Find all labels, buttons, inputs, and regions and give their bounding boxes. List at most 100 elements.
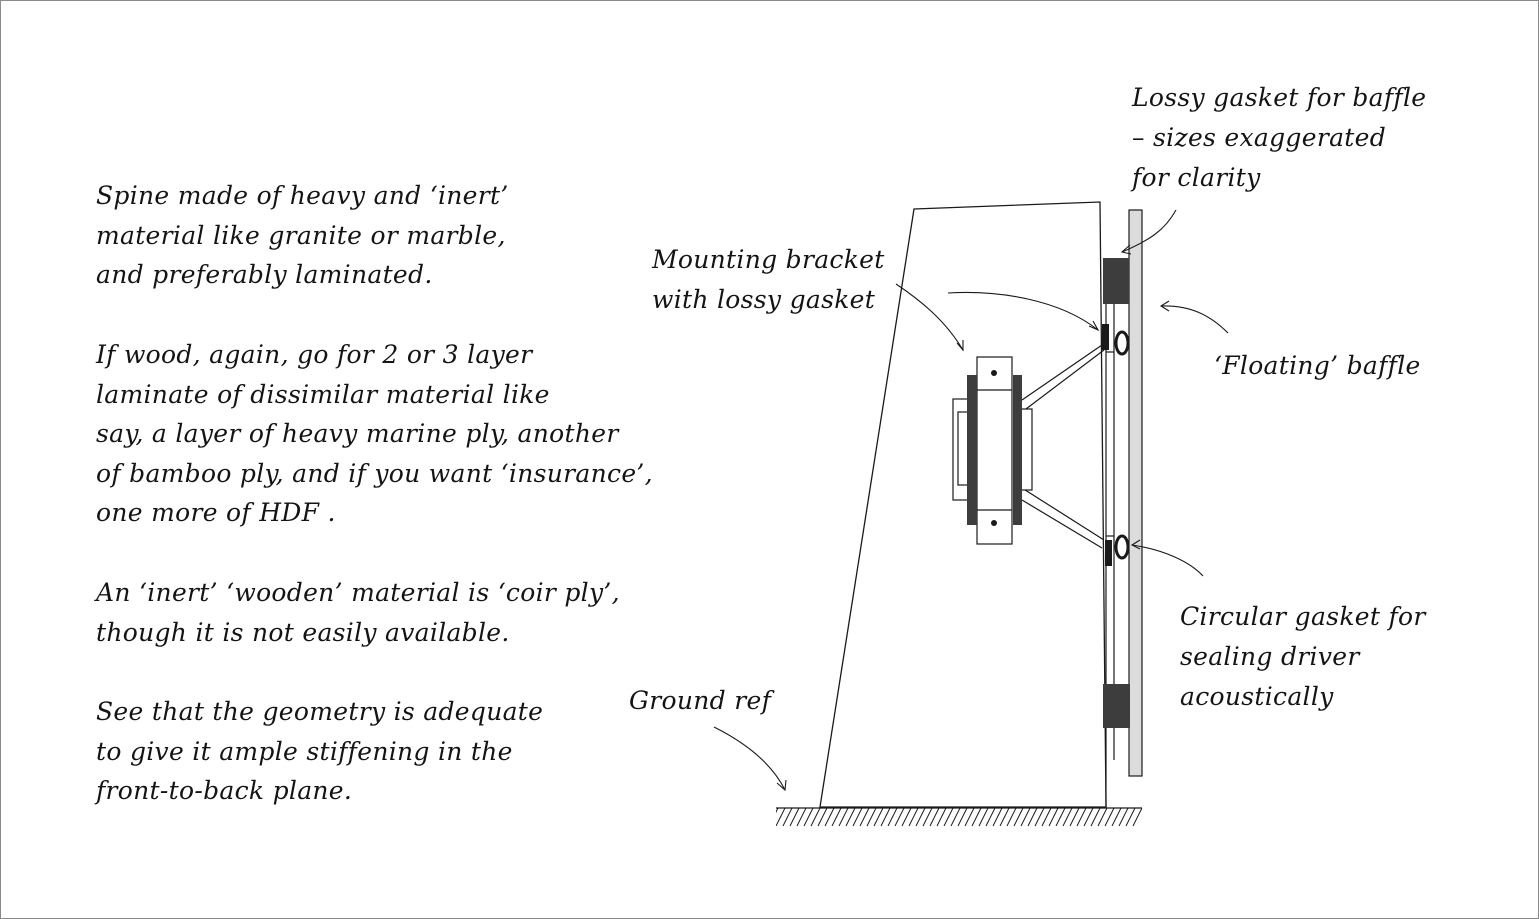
bracket-gasket-top	[1102, 324, 1109, 350]
circular-gasket-top	[1114, 330, 1130, 356]
note-wood-line: laminate of dissimilar material like	[96, 379, 550, 409]
ground-hatch-mark	[1097, 808, 1108, 827]
floating-baffle	[1128, 209, 1143, 777]
ground-hatch-mark	[964, 808, 975, 827]
ground-hatch-mark	[789, 808, 800, 827]
label-mounting-bracket: Mounting bracket with lossy gasket	[652, 240, 885, 320]
label-circular-gasket-line: Circular gasket for	[1180, 602, 1426, 631]
leader-arrows	[713, 209, 1229, 792]
ground-hatch-mark	[999, 808, 1010, 827]
ground-hatch-mark	[1069, 808, 1080, 827]
ground-hatch-mark	[1034, 808, 1045, 827]
ground-hatch-mark	[1062, 808, 1073, 827]
ground-hatch-mark	[1076, 808, 1087, 827]
note-coir-line: An ‘inert’ ‘wooden’ material is ‘coir pl…	[96, 578, 620, 607]
label-circular-gasket-line: sealing driver	[1180, 642, 1360, 671]
arrow-floating-baffle	[1160, 305, 1229, 334]
ground-hatch-mark	[1027, 808, 1038, 827]
ground-hatch-mark	[1125, 808, 1136, 827]
note-wood-line: of bamboo ply, and if you want ‘insuranc…	[96, 458, 653, 488]
note-geometry-line: front-to-back plane.	[96, 776, 353, 806]
ground-hatch-mark	[782, 808, 793, 827]
note-spine-line: Spine made of heavy and ‘inert’	[96, 181, 509, 210]
ground-hatch-mark	[824, 808, 835, 827]
label-mounting-bracket-line: with lossy gasket	[652, 285, 876, 314]
note-spine-line: material like granite or marble,	[96, 220, 506, 250]
ground-hatch-mark	[985, 808, 996, 827]
arrowhead-circular-gasket	[1130, 539, 1141, 550]
arrowhead-ground-ref	[776, 779, 787, 792]
note-coir-line: though it is not easily available.	[96, 617, 510, 647]
ground-hatch-mark	[866, 808, 877, 827]
note-geometry-line: to give it ample stiffening in the	[96, 736, 513, 766]
label-floating-baffle: ‘Floating’ baffle	[1214, 351, 1421, 380]
ground-hatch-mark	[894, 808, 905, 827]
ground-hatch-mark	[852, 808, 863, 827]
note-spine: Spine made of heavy and ‘inert’ material…	[96, 176, 509, 295]
note-coir: An ‘inert’ ‘wooden’ material is ‘coir pl…	[96, 573, 620, 652]
ground-hatch-mark	[845, 808, 856, 827]
arrowhead-mounting-bracket-right	[1088, 320, 1100, 332]
lossy-gasket-top	[1103, 258, 1129, 304]
ground-hatch-mark	[950, 808, 961, 827]
driver-assembly	[952, 344, 1105, 549]
label-lossy-gasket: Lossy gasket for baffle – sizes exaggera…	[1132, 78, 1426, 198]
label-ground-ref: Ground ref	[629, 686, 772, 715]
ground-hatch-mark	[1013, 808, 1024, 827]
ground-hatch-mark	[887, 808, 898, 827]
bracket-gasket-bottom	[1105, 540, 1112, 566]
label-circular-gasket-line: acoustically	[1180, 682, 1334, 711]
ground-hatch-mark	[978, 808, 989, 827]
label-mounting-bracket-line: Mounting bracket	[652, 245, 885, 274]
ground-hatching	[776, 807, 1142, 827]
note-wood-line: If wood, again, go for 2 or 3 layer	[96, 340, 533, 369]
lossy-gasket-bottom	[1103, 684, 1130, 728]
ground-hatch-mark	[880, 808, 891, 827]
ground-hatch-mark	[922, 808, 933, 827]
ground-hatch-mark	[859, 808, 870, 827]
ground-hatch-mark	[1132, 808, 1142, 827]
arrowhead-lossy-gasket	[1120, 244, 1132, 255]
ground-hatch-mark	[992, 808, 1003, 827]
arrow-ground-ref	[713, 726, 786, 791]
ground-hatch-mark	[901, 808, 912, 827]
ground-hatch-mark	[1048, 808, 1059, 827]
ground-hatch-mark	[1111, 808, 1122, 827]
ground-hatch-mark	[1083, 808, 1094, 827]
ground-hatch-mark	[1006, 808, 1017, 827]
ground-hatch-mark	[1041, 808, 1052, 827]
ground-hatch-mark	[838, 808, 849, 827]
ground-hatch-mark	[936, 808, 947, 827]
ground-hatch-mark	[957, 808, 968, 827]
ground-hatch-mark	[810, 808, 821, 827]
arrow-lossy-gasket	[1121, 209, 1177, 253]
ground-hatch-mark	[971, 808, 982, 827]
arrow-mounting-bracket-right	[947, 291, 1099, 331]
label-lossy-gasket-line: for clarity	[1132, 163, 1261, 192]
ground-hatch-mark	[796, 808, 807, 827]
note-wood-line: say, a layer of heavy marine ply, anothe…	[96, 419, 619, 449]
ground-hatch-mark	[1118, 808, 1129, 827]
arrow-circular-gasket	[1131, 544, 1204, 577]
label-circular-gasket: Circular gasket for sealing driver acous…	[1180, 597, 1426, 717]
ground-hatch-mark	[1055, 808, 1066, 827]
label-lossy-gasket-line: Lossy gasket for baffle	[1132, 83, 1427, 112]
ground-hatch-mark	[1090, 808, 1101, 827]
arrow-mounting-bracket-left	[895, 283, 964, 351]
note-geometry: See that the geometry is adequate to giv…	[96, 692, 543, 811]
arrowhead-floating-baffle	[1159, 300, 1170, 312]
ground-hatch-mark	[803, 808, 814, 827]
note-wood: If wood, again, go for 2 or 3 layer lami…	[96, 335, 653, 533]
ground-hatch-mark	[776, 808, 779, 814]
ground-hatch-mark	[1104, 808, 1115, 827]
arrowhead-mounting-bracket-left	[956, 340, 964, 352]
ground-hatch-mark	[943, 808, 954, 827]
note-spine-line: and preferably laminated.	[96, 260, 433, 290]
label-lossy-gasket-line: – sizes exaggerated	[1132, 123, 1387, 152]
note-wood-line: one more of HDF .	[96, 498, 336, 528]
ground-hatch-mark	[776, 808, 786, 827]
ground-hatch-mark	[1020, 808, 1031, 827]
ground-hatch-mark	[908, 808, 919, 827]
